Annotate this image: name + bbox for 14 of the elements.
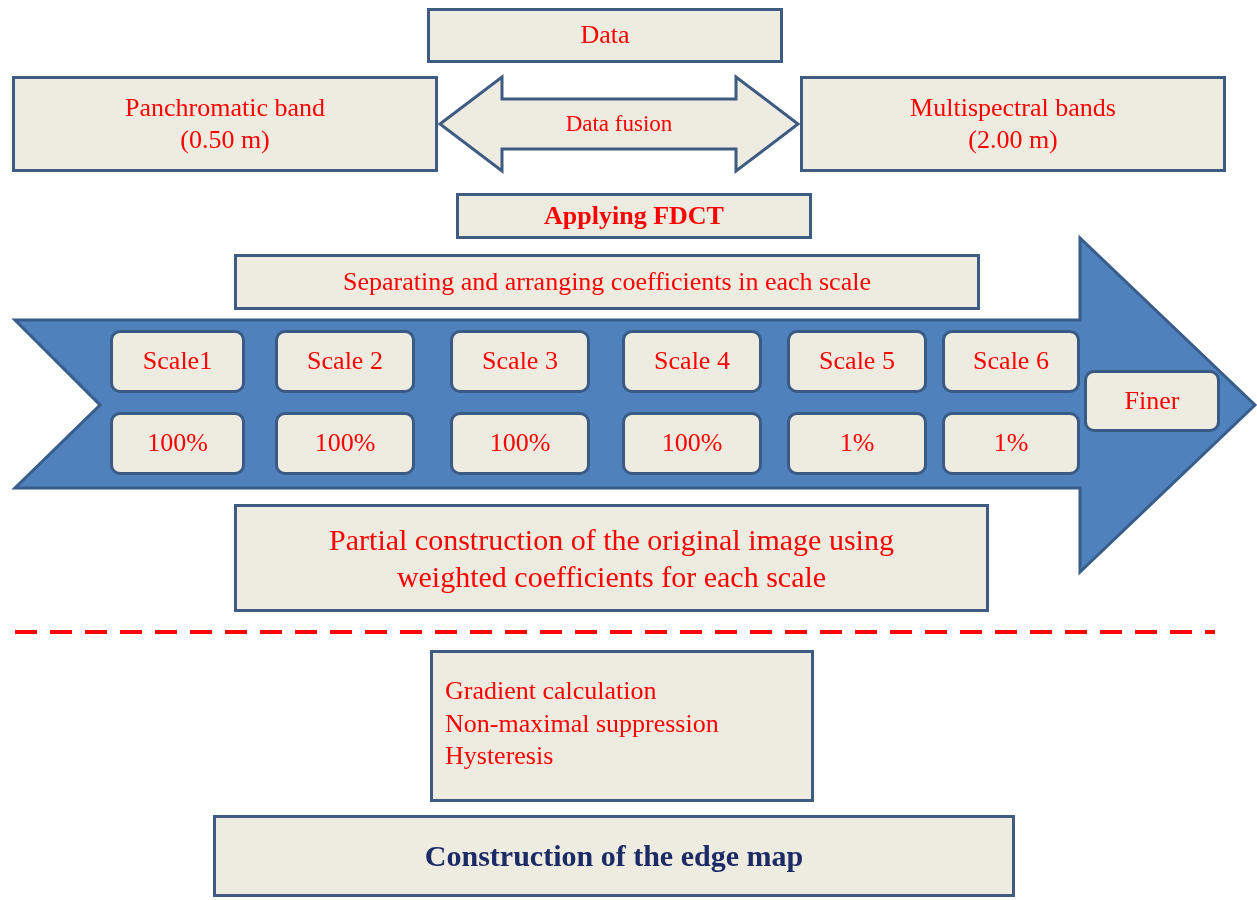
box-label: Construction of the edge map (424, 838, 804, 875)
process-box (213, 815, 1015, 897)
box-label: Non-maximal suppression (445, 707, 719, 740)
process-box (430, 650, 814, 802)
box-label: Gradient calculation (445, 675, 657, 707)
box-label: Data (580, 19, 630, 52)
process-box (427, 8, 783, 63)
box-label: Hysteresis (445, 740, 554, 772)
box-label: Applying FDCT (544, 199, 724, 232)
box-label: Multispectral bands (2.00 m) (909, 91, 1117, 156)
process-box (800, 76, 1226, 172)
process-box (12, 76, 438, 172)
process-box (456, 193, 812, 239)
box-label: Panchromatic band (0.50 m) (124, 91, 326, 156)
